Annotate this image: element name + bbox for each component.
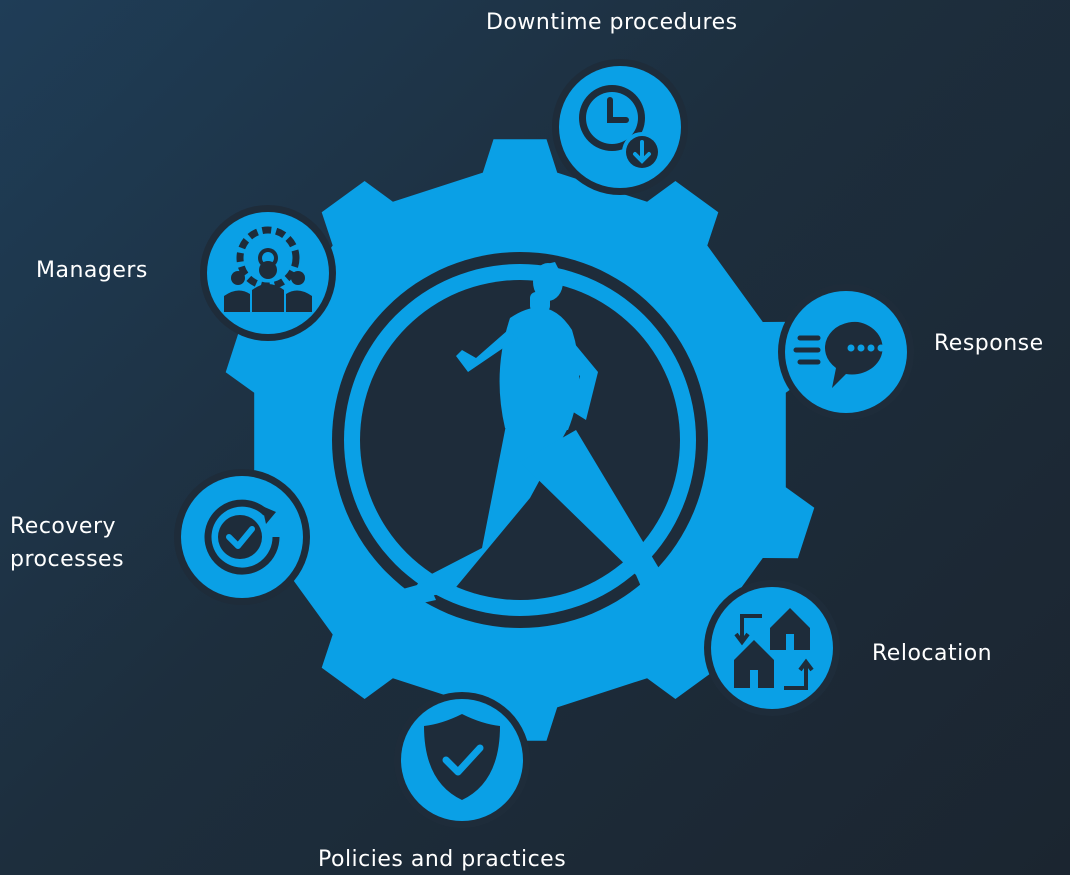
running-person-icon xyxy=(392,262,672,612)
label-managers: Managers xyxy=(36,258,148,283)
house-swap-icon xyxy=(734,608,814,690)
chat-bubble-icon xyxy=(793,321,885,388)
downtime-node xyxy=(552,59,688,195)
refresh-check-icon xyxy=(204,499,280,575)
label-policies-and-practices: Policies and practices xyxy=(318,847,567,872)
relocation-node xyxy=(704,580,840,716)
response-node xyxy=(778,284,914,420)
label-recovery-processes: Recovery processes xyxy=(10,514,125,572)
clock-download-icon xyxy=(579,85,662,172)
label-response: Response xyxy=(934,331,1044,356)
gear-team-icon xyxy=(224,226,312,312)
managers-node xyxy=(200,205,336,341)
recovery-node xyxy=(174,469,310,605)
label-downtime-procedures: Downtime procedures xyxy=(486,10,738,35)
label-relocation: Relocation xyxy=(872,641,993,666)
policies-node xyxy=(394,692,530,828)
shield-check-icon xyxy=(424,714,500,800)
